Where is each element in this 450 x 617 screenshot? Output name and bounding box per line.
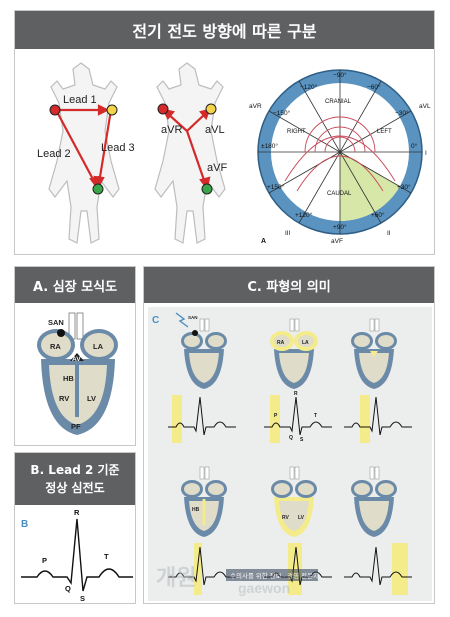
hex-cranial: CRANIAL [325, 99, 352, 105]
section-b-panel: B. Lead 2 기준 정상 심전도 B P R Q S T [14, 452, 136, 604]
avl-label: aVL [205, 124, 225, 136]
ecg-b-q: Q [65, 584, 71, 593]
hex-caudal: CAUDAL [327, 191, 352, 197]
hex-i: I [425, 150, 427, 157]
heart-a-rv: RV [59, 394, 69, 403]
lead2-label: Lead 2 [37, 148, 71, 160]
watermark: 개원 gaewon 수의사를 위한 정보 · 경영 전문지 [156, 565, 319, 596]
heart-c-6 [351, 466, 397, 537]
hex-left: LEFT [377, 129, 392, 135]
heart-c-san: SAN [188, 315, 198, 320]
section-c-panel: C. 파형의 의미 C SAN RA LA [143, 266, 435, 604]
heart-a-hb: HB [63, 374, 74, 383]
ecg-c-t: T [314, 413, 317, 419]
hex-p30: +30° [397, 183, 411, 191]
top-panel: 전기 전도 방향에 따른 구분 Lead 1 Lead 2 Lead 3 [14, 10, 435, 255]
hex-m60: −60° [367, 83, 381, 91]
electrode-left-arm [106, 104, 118, 116]
heart-c-1 [181, 318, 227, 389]
electrode-avr [157, 103, 169, 115]
hex-m30: −30° [395, 109, 409, 117]
heart-a-la: LA [93, 342, 104, 351]
hex-ii: II [387, 230, 391, 237]
section-a-header: A. 심장 모식도 [15, 267, 135, 303]
top-header: 전기 전도 방향에 따른 구분 [15, 11, 434, 49]
section-c-title: C. 파형의 의미 [247, 279, 331, 295]
section-a-title: A. 심장 모식도 [32, 279, 118, 295]
hex-m120: −120° [300, 83, 318, 91]
electrode-right-arm [49, 104, 61, 116]
hex-p60: +60° [371, 211, 385, 219]
watermark-line2: gaewon [238, 580, 290, 596]
section-b-title-2: 정상 심전도 [45, 481, 105, 495]
heart-a-lv: LV [87, 394, 96, 403]
watermark-line1: 개원 [156, 565, 196, 590]
ecg-b-s: S [80, 594, 85, 603]
hexaxial-diagram: −90° −120° −60° −150° −30° ±180° 0° +150… [249, 69, 431, 245]
hex-right: RIGHT [287, 129, 306, 135]
ecg-c-p: P [274, 413, 278, 419]
ecg-b-t: T [104, 552, 109, 561]
ecg-c-s: S [300, 437, 304, 443]
heart-c-ra: RA [277, 340, 285, 346]
section-b-fig-label: B [21, 519, 28, 530]
section-a-panel: A. 심장 모식도 SAN RA LA AV HB RV LV PF [14, 266, 136, 446]
hex-p120: +120° [295, 211, 313, 219]
dog-mid-silhouette [154, 62, 226, 244]
ecg-lead2-normal: B P R Q S T [21, 508, 133, 603]
heart-c-hb: HB [192, 507, 200, 513]
heart-a-pf: PF [71, 422, 81, 431]
ecg-b-p: P [42, 556, 47, 565]
heart-c-2: RA LA [270, 318, 318, 389]
section-c-fig-label: C [152, 315, 159, 326]
electrode-avl [205, 103, 217, 115]
heart-schematic: SAN RA LA AV HB RV LV PF [37, 312, 118, 435]
ecg-b-r: R [74, 508, 80, 517]
ecg-c-r: R [294, 391, 298, 397]
section-b-title-1: B. Lead 2 기준 [30, 463, 120, 477]
hex-m90: −90° [333, 71, 347, 79]
ecg-c-q: Q [289, 435, 293, 441]
hex-zero: 0° [411, 142, 418, 150]
hex-iii: III [285, 230, 291, 237]
heart-c-5: RV LV [271, 466, 317, 537]
heart-c-rv: RV [282, 515, 290, 521]
hex-avf: aVF [331, 238, 343, 245]
section-c-header: C. 파형의 의미 [144, 267, 434, 303]
heart-a-san: SAN [48, 318, 64, 327]
heart-c-4: HB [181, 466, 227, 537]
ecg-c-row1: P R Q S T [168, 391, 412, 443]
hex-fig-label: A [261, 238, 266, 245]
section-b-header: B. Lead 2 기준 정상 심전도 [15, 453, 135, 505]
waveform-meaning-figure: C SAN RA LA [148, 307, 432, 601]
top-title: 전기 전도 방향에 따른 구분 [132, 22, 317, 41]
heart-c-lv: LV [298, 515, 305, 521]
hex-m150: −150° [273, 109, 291, 117]
avr-label: aVR [161, 124, 182, 136]
lead-arrows-left [55, 104, 113, 190]
hex-avl: aVL [419, 103, 431, 110]
heart-c-la: LA [302, 340, 309, 346]
watermark-banner: 수의사를 위한 정보 · 경영 전문지 [230, 571, 319, 580]
hex-p180: ±180° [261, 142, 278, 150]
hex-avr: aVR [249, 103, 262, 110]
lead3-label: Lead 3 [101, 142, 135, 154]
avf-label: aVF [207, 162, 227, 174]
heart-c-3 [351, 318, 397, 389]
hex-p90: +90° [333, 223, 347, 231]
heart-a-ra: RA [50, 342, 61, 351]
electrode-avf [201, 183, 213, 195]
hex-p150: +150° [267, 183, 285, 191]
electrode-left-leg [92, 183, 104, 195]
heart-a-av: AV [72, 356, 81, 363]
top-figure: Lead 1 Lead 2 Lead 3 aVR aVL aVF [37, 62, 431, 245]
lead1-label: Lead 1 [63, 94, 97, 106]
